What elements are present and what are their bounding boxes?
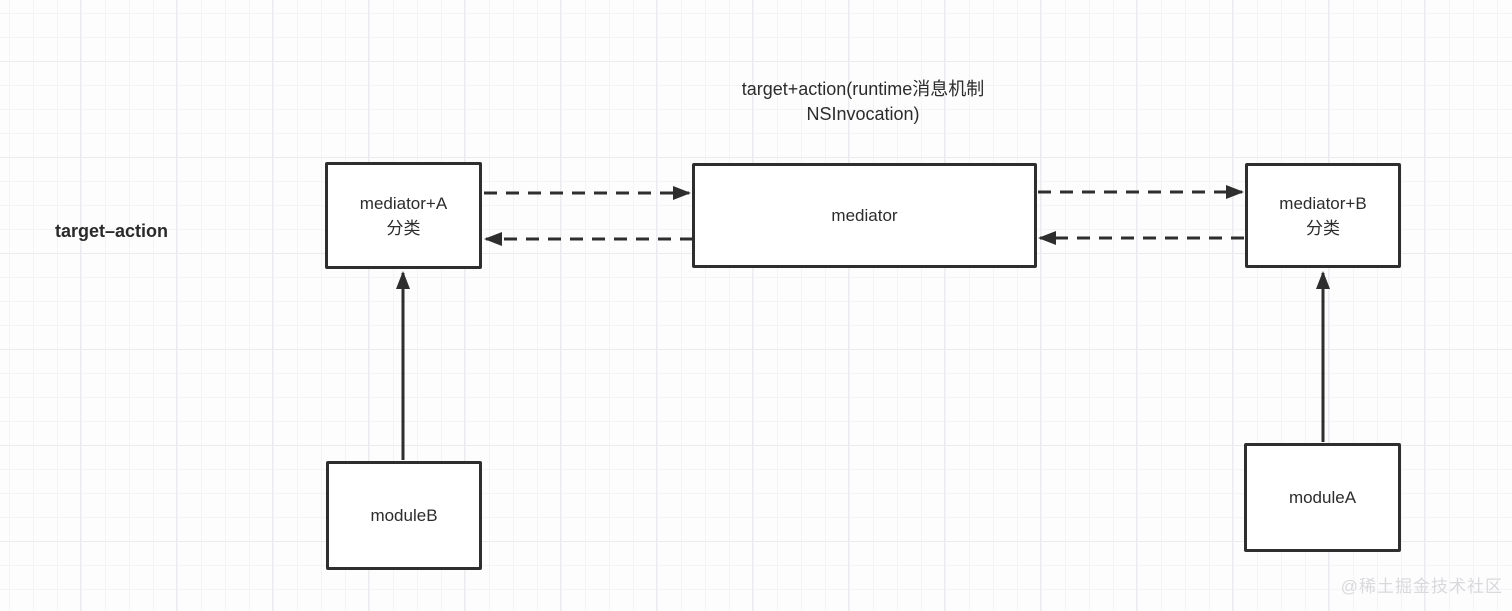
- node-mediator: mediator: [692, 163, 1037, 268]
- node-mediator-label: mediator: [831, 206, 898, 225]
- node-module-b: moduleB: [326, 461, 482, 570]
- node-mediator-b-label-line1: mediator+B: [1279, 193, 1367, 213]
- node-module-b-label: moduleB: [370, 506, 438, 525]
- node-mediator-b-category: mediator+B 分类: [1245, 163, 1401, 268]
- node-mediator-a-category: mediator+A 分类: [325, 162, 482, 269]
- diagram-title: target+action(runtime消息机制 NSInvocation): [742, 77, 985, 127]
- watermark: @稀土掘金技术社区: [1340, 577, 1503, 596]
- node-module-a: moduleA: [1244, 443, 1401, 552]
- diagram-title-line2: NSInvocation): [806, 104, 920, 124]
- node-mediator-b-label-line2: 分类: [1306, 218, 1340, 238]
- target-action-label: target–action: [55, 221, 169, 241]
- node-mediator-a-label-line1: mediator+A: [359, 193, 448, 213]
- node-module-a-label: moduleA: [1288, 488, 1357, 507]
- node-mediator-a-label-line2: 分类: [386, 218, 421, 238]
- diagram-title-line1: target+action(runtime消息机制: [741, 79, 985, 99]
